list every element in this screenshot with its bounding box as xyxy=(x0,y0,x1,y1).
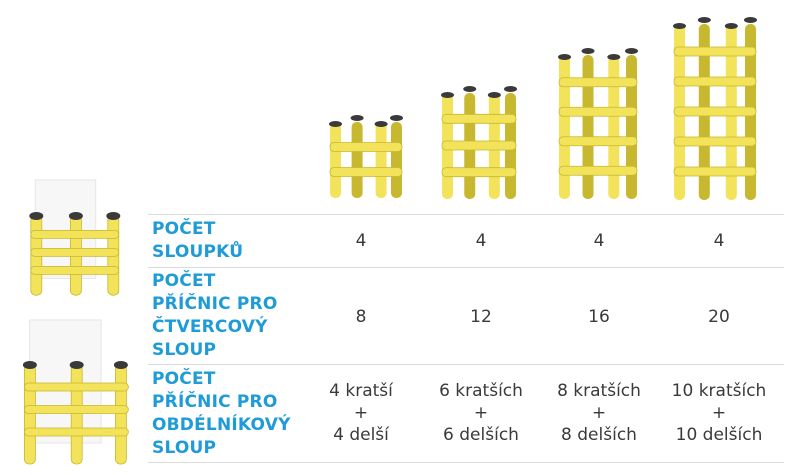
column xyxy=(34,179,97,279)
guard-post xyxy=(23,364,36,465)
table-divider xyxy=(148,462,784,463)
column-guard-2-rungs-image xyxy=(329,115,403,198)
label-line: POČET xyxy=(152,369,216,389)
table-cell: 20 xyxy=(708,307,730,327)
label-line: ČTVERCOVÝ xyxy=(152,317,268,337)
guard-rung xyxy=(558,165,638,176)
guard-post xyxy=(559,55,570,199)
guard-rung xyxy=(673,166,757,177)
table-cell: 4 xyxy=(355,231,367,251)
guard-rung xyxy=(23,405,129,414)
column xyxy=(29,319,102,444)
guard-post xyxy=(608,55,620,199)
table-divider xyxy=(148,364,784,365)
guard-rung xyxy=(30,230,120,239)
post-cap xyxy=(374,121,388,127)
guard-rung xyxy=(558,136,638,147)
guard-rung xyxy=(30,248,120,257)
label-line: SLOUP xyxy=(152,438,217,458)
table-cell: 8 kratších+8 delších xyxy=(557,381,641,445)
label-line: POČET xyxy=(152,219,216,239)
guard-post xyxy=(626,55,637,199)
label-line: PŘÍČNIC PRO xyxy=(152,392,278,412)
row-label-count-rungs-square: POČET PŘÍČNIC PRO ČTVERCOVÝ SLOUP xyxy=(152,270,278,362)
guard-rung xyxy=(329,142,403,152)
table-cell: 4 xyxy=(713,231,725,251)
column-guard-4-rungs-image xyxy=(558,48,638,199)
row-label-count-rungs-rectangular: POČET PŘÍČNIC PRO OBDÉLNÍKOVÝ SLOUP xyxy=(152,368,291,460)
table-cell: 6 kratších+6 delších xyxy=(439,381,523,445)
post-cap xyxy=(697,17,711,23)
post-cap xyxy=(22,361,37,369)
column-guard-3-rungs-image xyxy=(441,86,517,199)
label-line: POČET xyxy=(152,271,216,291)
guard-rung xyxy=(673,76,757,87)
post-cap xyxy=(350,115,364,121)
table-cell: 8 xyxy=(355,307,367,327)
post-cap xyxy=(487,92,501,98)
guard-rung xyxy=(558,106,638,117)
label-line: SLOUP xyxy=(152,340,217,360)
table-cell: 16 xyxy=(588,307,610,327)
table-divider xyxy=(148,267,784,268)
post-cap xyxy=(68,212,83,220)
table-divider xyxy=(148,214,784,215)
post-cap xyxy=(441,92,454,98)
table-cell: 10 kratších+10 delších xyxy=(671,381,767,445)
label-line: PŘÍČNIC PRO xyxy=(152,294,278,314)
column-guard-5-rungs-image xyxy=(673,17,757,200)
guard-rung xyxy=(673,46,757,57)
guard-post xyxy=(330,122,341,198)
table-cell: 4 xyxy=(475,231,487,251)
square-column-guard-image xyxy=(29,179,121,296)
guard-post xyxy=(391,122,402,198)
guard-rung xyxy=(558,77,638,88)
post-cap xyxy=(106,212,121,220)
rectangular-column-guard-image xyxy=(22,319,129,465)
guard-post xyxy=(582,55,594,199)
guard-rung xyxy=(329,167,403,177)
guard-rung xyxy=(30,266,120,275)
guard-rung xyxy=(23,382,129,392)
guard-rung xyxy=(673,136,757,147)
post-cap xyxy=(390,115,403,121)
post-cap xyxy=(581,48,595,54)
guard-rung xyxy=(441,167,517,178)
table-cell: 4 xyxy=(593,231,605,251)
post-cap xyxy=(673,23,686,29)
post-cap xyxy=(69,361,84,369)
post-cap xyxy=(744,17,757,23)
guard-post xyxy=(351,122,363,198)
post-cap xyxy=(607,54,621,60)
post-cap xyxy=(463,86,477,92)
guard-post xyxy=(115,364,127,465)
guard-rung xyxy=(23,427,129,437)
row-label-count-posts: POČET SLOUPKŮ xyxy=(152,218,243,264)
post-cap xyxy=(329,121,342,127)
post-cap xyxy=(113,361,128,369)
guard-rung xyxy=(441,140,517,151)
table-cell: 12 xyxy=(470,307,492,327)
label-line: OBDÉLNÍKOVÝ xyxy=(152,415,291,435)
post-cap xyxy=(625,48,638,54)
guard-post xyxy=(375,122,387,198)
table-cell: 4 kratší+4 delší xyxy=(329,381,393,445)
guard-post xyxy=(70,364,83,465)
guard-rung xyxy=(441,113,517,124)
post-cap xyxy=(558,54,571,60)
post-cap xyxy=(724,23,738,29)
guard-rung xyxy=(673,106,757,117)
post-cap xyxy=(504,86,517,92)
post-cap xyxy=(29,212,44,220)
label-line: SLOUPKŮ xyxy=(152,242,244,262)
